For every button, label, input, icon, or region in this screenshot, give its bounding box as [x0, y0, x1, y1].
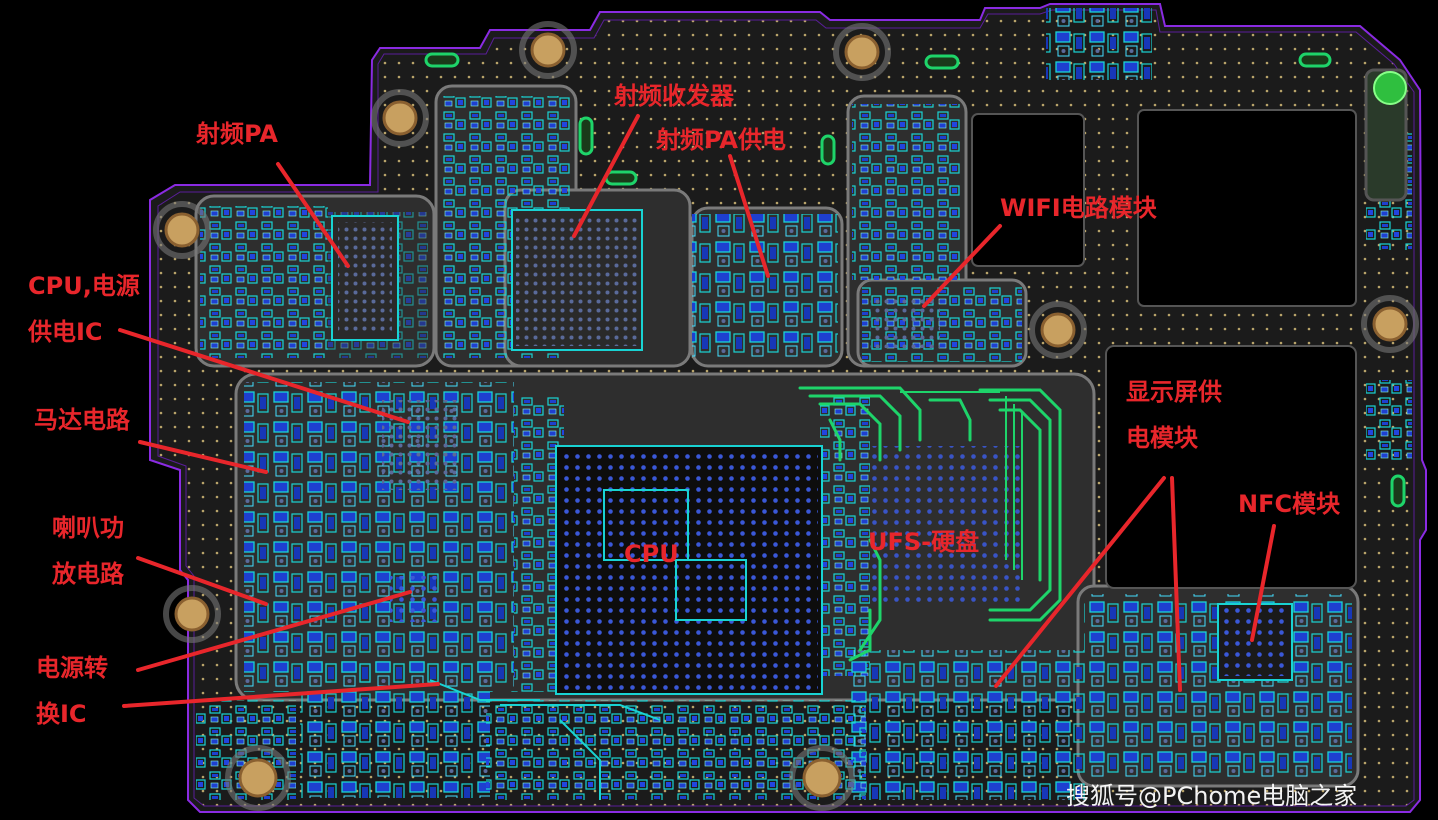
label-cpu-power-line2: 供电IC [28, 318, 103, 346]
label-speaker-line1: 喇叭功 [52, 514, 124, 542]
ic-wifi [870, 296, 940, 348]
label-power-conv-line2: 换IC [36, 700, 87, 728]
label-nfc: NFC模块 [1238, 490, 1341, 518]
label-rf-transceiver: 射频收发器 [614, 82, 734, 110]
label-motor: 马达电路 [34, 406, 130, 434]
traces-cyan [429, 679, 661, 800]
label-wifi: WIFI电路模块 [1000, 194, 1157, 222]
traces-green [798, 386, 1062, 662]
ic-cpu [555, 445, 823, 695]
test-point-icon [1373, 71, 1407, 105]
label-cpu: CPU [624, 540, 679, 568]
label-ufs: UFS-硬盘 [868, 528, 980, 556]
traces-green-bus [900, 391, 1023, 580]
label-display-power-line1: 显示屏供 [1126, 378, 1222, 406]
watermark: 搜狐号@PChome电脑之家 [1066, 782, 1358, 810]
label-rf-pa-power: 射频PA供电 [656, 126, 786, 154]
label-display-power-line2: 电模块 [1126, 424, 1198, 452]
label-speaker-line2: 放电路 [52, 560, 124, 588]
ic-pmic [382, 400, 460, 622]
label-cpu-power-line1: CPU,电源 [28, 272, 140, 300]
mounting-rings [153, 21, 1419, 811]
ic-ufs [870, 446, 1020, 606]
ic-rf-pa [331, 215, 399, 341]
annotation-lines [118, 114, 1276, 708]
mounting-holes [164, 32, 1408, 798]
label-power-conv-line1: 电源转 [36, 654, 108, 682]
label-rf-pa: 射频PA [196, 120, 278, 148]
